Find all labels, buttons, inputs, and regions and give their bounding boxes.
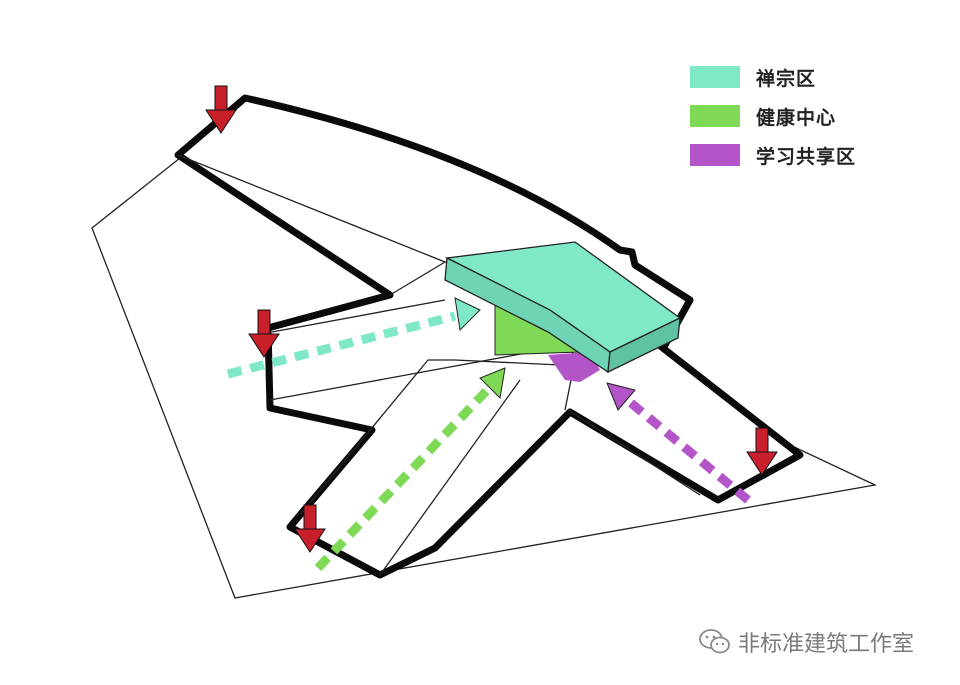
legend-swatch-learning	[690, 144, 740, 166]
entry-arrow-left	[248, 309, 280, 358]
zen-zone-side	[607, 316, 681, 374]
legend-label-zen: 禅宗区	[756, 67, 817, 90]
legend-label-health: 健康中心	[756, 106, 837, 129]
flow-arrow-green	[314, 367, 506, 572]
flow-arrow-purple	[606, 382, 751, 504]
legend-item-learning: 学习共享区	[690, 144, 857, 168]
watermark: 非标准建筑工作室	[698, 626, 914, 658]
entry-arrow-right	[746, 427, 778, 476]
legend: 禅宗区 健康中心 学习共享区	[690, 66, 856, 183]
legend-swatch-health	[690, 105, 740, 127]
learning-zone	[548, 352, 600, 382]
entry-arrow-top	[205, 85, 237, 134]
legend-item-zen: 禅宗区	[690, 66, 856, 90]
wechat-icon	[699, 629, 730, 654]
legend-label-learning: 学习共享区	[756, 145, 857, 168]
entry-arrow-bottom	[294, 504, 326, 553]
legend-item-health: 健康中心	[690, 105, 856, 129]
watermark-text: 非标准建筑工作室	[738, 632, 915, 657]
legend-swatch-zen	[690, 66, 740, 88]
flow-arrow-teal	[226, 297, 481, 379]
